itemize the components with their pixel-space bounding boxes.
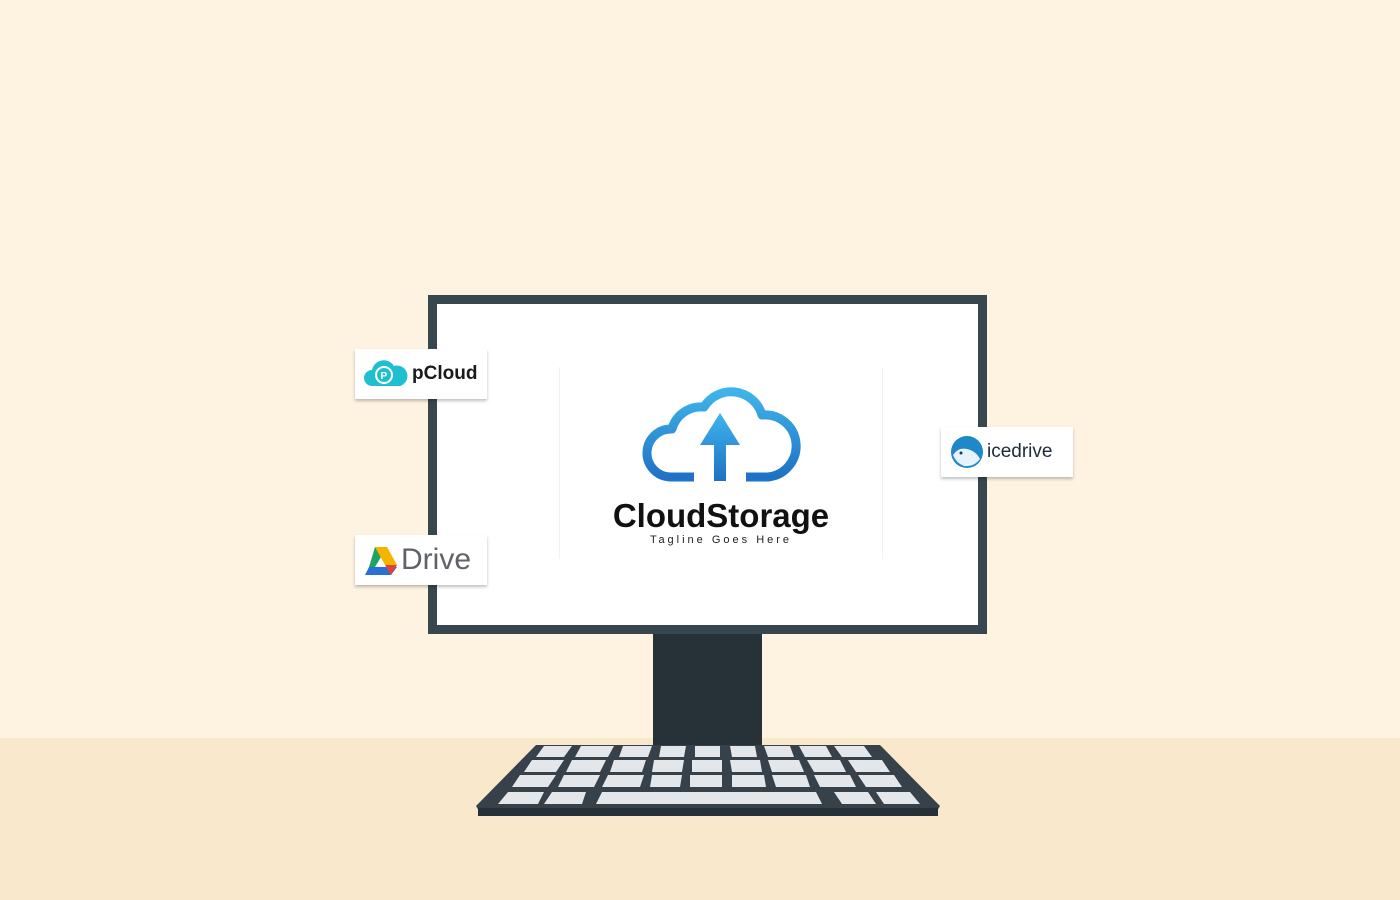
monitor-stand <box>653 634 762 746</box>
cloud-upload-icon <box>642 387 801 482</box>
google-drive-logo-icon <box>365 547 397 575</box>
drive-label: Drive <box>401 543 472 576</box>
pcloud-badge[interactable]: P pCloud <box>355 349 487 399</box>
icedrive-label: icedrive <box>987 441 1053 462</box>
logo-tagline: Tagline Goes Here <box>649 534 793 546</box>
monitor: CloudStorage Tagline Goes Here <box>428 295 987 634</box>
icedrive-logo-icon <box>951 436 983 468</box>
pcloud-label: pCloud <box>412 363 478 384</box>
svg-text:P: P <box>381 371 388 382</box>
logo-title: CloudStorage <box>612 497 830 534</box>
google-drive-badge[interactable]: Drive <box>355 535 487 585</box>
keyboard <box>476 745 940 816</box>
pcloud-logo-icon: P <box>364 360 408 386</box>
cloud-storage-logo: CloudStorage Tagline Goes Here <box>559 367 883 559</box>
icedrive-badge[interactable]: icedrive <box>941 427 1073 477</box>
monitor-screen: CloudStorage Tagline Goes Here <box>437 304 978 625</box>
